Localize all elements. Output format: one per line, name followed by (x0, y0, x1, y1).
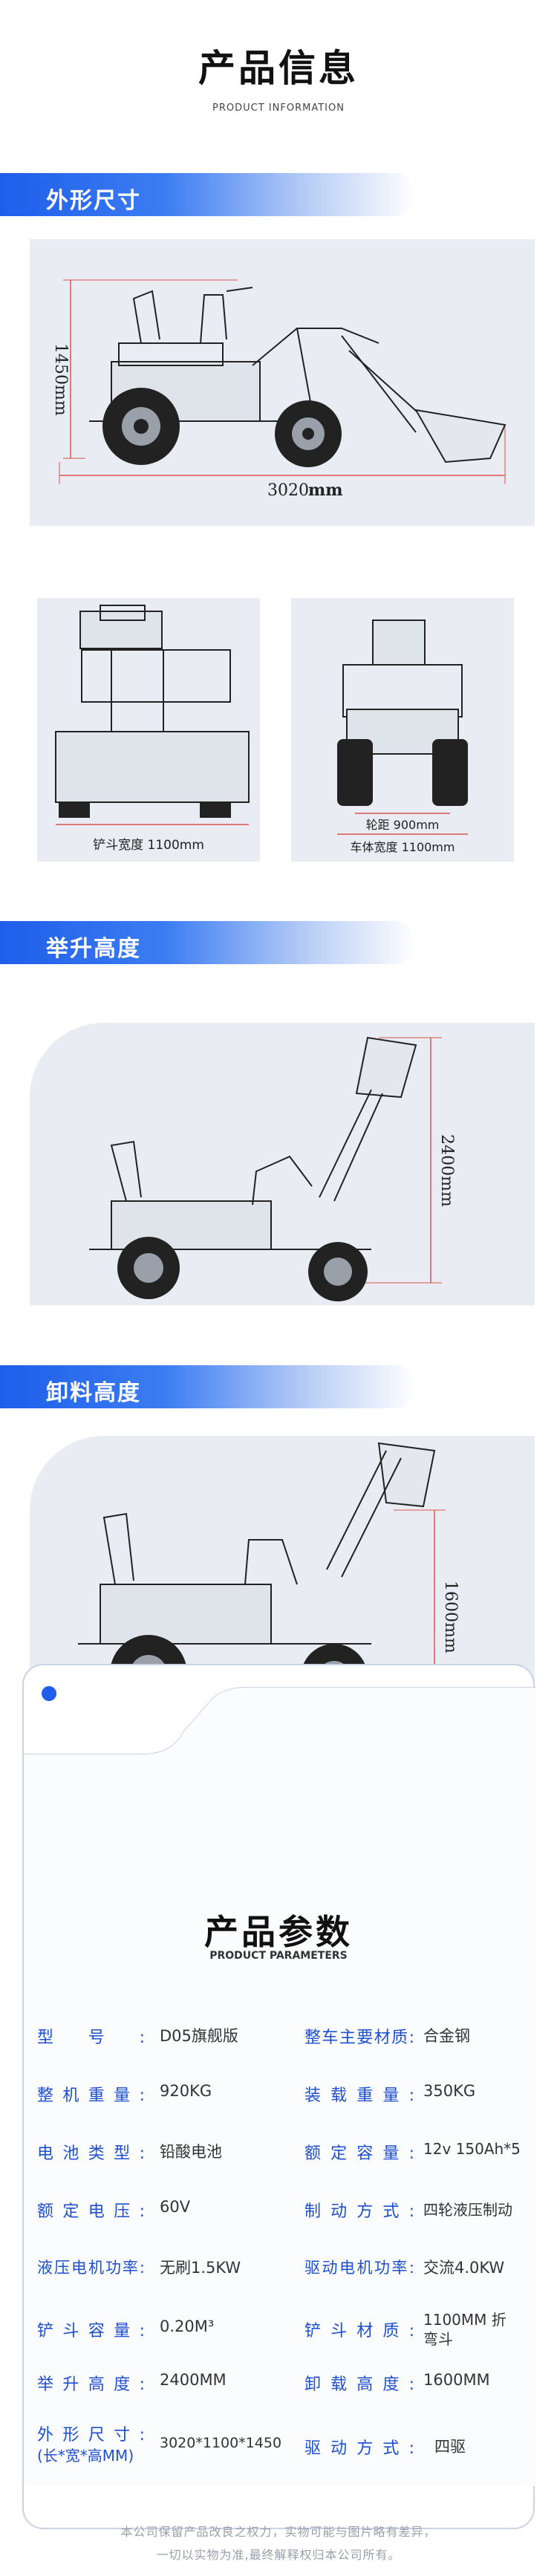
params-card (22, 1664, 536, 2529)
param-value: 1600MM (423, 2371, 490, 2389)
param-label: 装载重量: (304, 2087, 414, 2105)
rear-wheel (102, 388, 180, 465)
footer-disclaimer-line1: 本公司保留产品改良之权力，实物可能与图片略有差异， (120, 2525, 437, 2539)
dump-height-label: 1600mm (441, 1581, 460, 1653)
card-dot-icon (42, 1686, 56, 1701)
param-value: D05旗舰版 (160, 2027, 238, 2045)
param-label: 卸载高度: (304, 2375, 414, 2394)
param-row: 整机重量: 920KG 装载重量: 350KG (37, 2082, 527, 2119)
param-row: 额定电压: 60V 制动方式: 四轮液压制动 (37, 2198, 527, 2235)
param-row: 举升高度: 2400MM 卸载高度: 1600MM (37, 2371, 527, 2408)
param-value: 3020*1100*1450 (160, 2435, 282, 2451)
page-subtitle: PRODUCT INFORMATION (212, 103, 345, 114)
params-title: 产品参数 (204, 1912, 353, 1952)
front-view-wheels-panel: 轮距 900mm 车体宽度 1100mm (291, 598, 514, 862)
length-dimension-value: 3020 (267, 481, 309, 500)
param-label: 外形尺寸: (37, 2426, 145, 2445)
param-value: 0.20M³ (160, 2318, 215, 2335)
bucket-width-caption: 铲斗宽度 1100mm (93, 838, 204, 853)
lift-height-panel: 2400mm (30, 1023, 535, 1305)
front-wheel (308, 1242, 368, 1301)
param-label-sub: (长*宽*高MM) (37, 2447, 134, 2465)
param-label: 驱动方式: (304, 2439, 414, 2458)
param-value: 12v 150Ah*5 (423, 2140, 521, 2158)
param-label: 整车主要材质: (304, 2029, 414, 2047)
page-title: 产品信息 (198, 47, 359, 90)
param-label: 铲斗材质: (304, 2322, 414, 2341)
height-dimension-label: 1450mm (51, 343, 70, 416)
param-row: 铲斗容量: 0.20M³ 铲斗材质: 1100MM 折弯斗 (37, 2310, 527, 2348)
param-value: 四驱 (434, 2438, 466, 2456)
param-label: 制动方式: (304, 2202, 414, 2221)
param-row: 电池类型: 铅酸电池 额定容量: 12v 150Ah*5 (37, 2140, 527, 2177)
param-label: 液压电机功率: (37, 2259, 145, 2277)
param-row: 型号: D05旗舰版 整车主要材质: 合金钢 (37, 2024, 527, 2061)
loader-front-drawing-wheels (337, 619, 468, 835)
side-view-panel: 1450mm 3020 mm (30, 239, 535, 526)
loader-side-drawing: 1450mm 3020 mm (51, 279, 506, 500)
param-value: 920KG (160, 2082, 212, 2100)
section-title: 卸料高度 (46, 1380, 141, 1406)
footer-disclaimer-line2: 一切以实物为准,最终解释权归本公司所有。 (156, 2548, 401, 2562)
section-title: 外形尺寸 (46, 188, 141, 214)
loader-lift-drawing: 2400mm (89, 1036, 456, 1301)
param-value: 350KG (423, 2082, 476, 2100)
param-label: 额定电压: (37, 2202, 145, 2221)
section-header-lift: 举升高度 (0, 921, 416, 964)
lift-height-label: 2400mm (437, 1134, 456, 1207)
length-dimension-unit: mm (308, 481, 343, 500)
param-value: 交流4.0KW (423, 2259, 505, 2277)
params-subtitle: PRODUCT PARAMETERS (209, 1950, 348, 1962)
param-label: 整机重量: (37, 2087, 145, 2105)
param-value: 合金钢 (423, 2027, 470, 2045)
loader-front-drawing-bucket (55, 605, 250, 825)
front-view-bucket-panel: 铲斗宽度 1100mm (37, 598, 260, 862)
card-tab-shape (24, 1687, 536, 2486)
param-row: 外形尺寸: (长*宽*高MM) 3020*1100*1450 驱动方式: 四驱 (37, 2421, 527, 2473)
section-header-dimensions: 外形尺寸 (0, 173, 416, 216)
param-row: 液压电机功率: 无刷1.5KW 驱动电机功率: 交流4.0KW (37, 2256, 527, 2293)
param-label: 驱动电机功率: (304, 2259, 414, 2277)
param-label: 铲斗容量: (37, 2322, 145, 2341)
param-value: 2400MM (160, 2371, 227, 2389)
section-title: 举升高度 (46, 936, 141, 962)
param-label: 额定容量: (304, 2144, 414, 2163)
param-value: 1100MM 折弯斗 (423, 2311, 506, 2348)
wheelbase-caption: 轮距 900mm (365, 818, 440, 832)
section-header-dump: 卸料高度 (0, 1365, 416, 1408)
param-label: 电池类型: (37, 2144, 145, 2163)
param-value: 60V (160, 2198, 191, 2216)
rear-wheel (117, 1237, 180, 1299)
param-label: 举升高度: (37, 2375, 145, 2394)
front-wheel (275, 400, 342, 467)
body-width-caption: 车体宽度 1100mm (350, 840, 455, 854)
param-value: 四轮液压制动 (423, 2201, 512, 2219)
param-label: 型号: (37, 2029, 145, 2047)
param-value: 无刷1.5KW (160, 2259, 241, 2277)
param-value: 铅酸电池 (160, 2143, 222, 2161)
